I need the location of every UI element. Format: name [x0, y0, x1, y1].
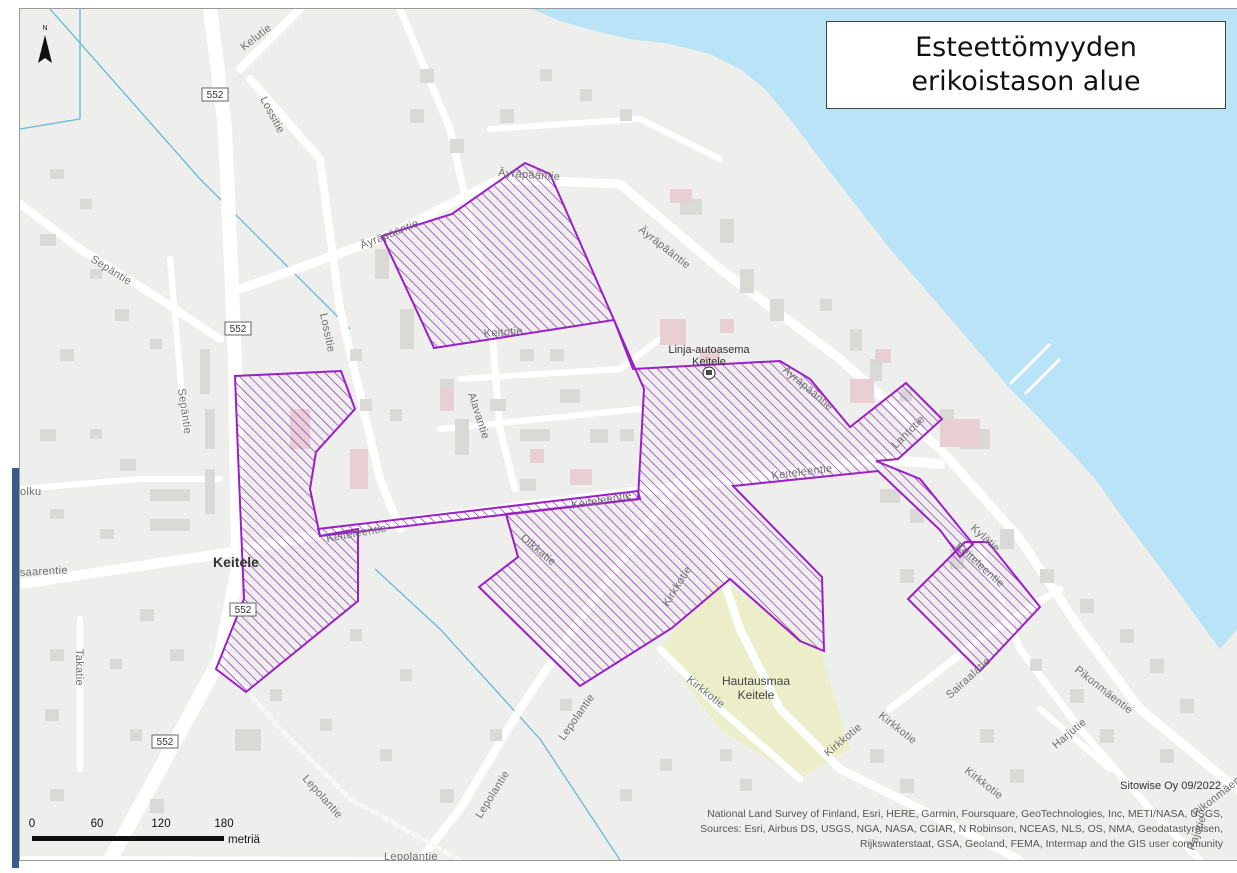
- stream: [20, 9, 81, 130]
- accessibility-areas: [214, 161, 1042, 694]
- area-north: [380, 161, 616, 350]
- scale-tick-label: 120: [151, 818, 171, 830]
- map-credit: Sitowise Oy 09/2022: [1120, 780, 1221, 792]
- stream: [49, 9, 351, 330]
- svg-text:552: 552: [207, 90, 224, 101]
- map-title-line2: erikoistason alue: [911, 66, 1141, 97]
- map-canvas[interactable]: 552 552 552 552 Linja-autoasema Keitele …: [20, 9, 1237, 860]
- cemetery-label-line2: Keitele: [738, 688, 775, 702]
- road-shield: 552: [201, 87, 229, 102]
- svg-text:552: 552: [230, 324, 247, 335]
- street-label: Takatie: [73, 649, 85, 686]
- street-label: saarentie: [20, 565, 68, 579]
- road-shield: 552: [151, 734, 179, 749]
- lake-water: [532, 9, 1237, 649]
- street-label: Lepolantie: [384, 851, 438, 860]
- bus-station-icon[interactable]: [702, 366, 716, 380]
- scale-tick-label: 180: [214, 818, 234, 830]
- left-edge-bar: [12, 468, 19, 868]
- scale-bar-segment: [32, 836, 97, 841]
- scale-tick-label: 60: [90, 818, 104, 830]
- north-arrow-icon: N: [38, 25, 52, 63]
- street-label: Keitotie: [483, 325, 523, 340]
- buildings: [40, 69, 1194, 813]
- pier: [1008, 342, 1052, 386]
- pier: [1023, 357, 1062, 396]
- svg-text:N: N: [42, 25, 47, 32]
- attribution-line: National Land Survey of Finland, Esri, H…: [707, 808, 1223, 820]
- map-title-line1: Esteettömyyden: [915, 32, 1137, 63]
- area-central: [477, 319, 975, 688]
- scale-unit: metriä: [228, 834, 260, 846]
- north-arrow: N: [34, 21, 56, 65]
- map-attribution: National Land Survey of Finland, Esri, H…: [663, 807, 1223, 852]
- svg-text:552: 552: [235, 605, 252, 616]
- map-title-box: Esteettömyyden erikoistason alue: [826, 21, 1226, 109]
- attribution-line: Rijkswaterstaat, GSA, Geoland, FEMA, Int…: [860, 838, 1223, 850]
- bus-station-label-line1: Linja-autoasema: [668, 344, 750, 356]
- street-label: Äyräpääntie: [498, 167, 561, 183]
- bus-station-label-line2: Keitele: [692, 356, 726, 368]
- svg-text:552: 552: [157, 737, 174, 748]
- area-east: [906, 541, 1042, 673]
- scale-tick-label: 0: [28, 818, 36, 830]
- stream: [374, 568, 621, 860]
- scale-bar-segment: [161, 836, 224, 841]
- left-margin: [0, 8, 19, 868]
- attribution-line: Sources: Esri, Airbus DS, USGS, NGA, NAS…: [700, 823, 1223, 835]
- road-shields: 552 552 552 552: [151, 87, 257, 749]
- map-frame[interactable]: 552 552 552 552 Linja-autoasema Keitele …: [19, 8, 1237, 861]
- cemetery-label-line1: Hautausmaa: [722, 674, 790, 688]
- road-shield: 552: [224, 321, 252, 336]
- place-label-keitele: Keitele: [213, 554, 259, 570]
- scale-bar: 0 60 120 180 metriä: [28, 818, 268, 854]
- road-shield: 552: [229, 602, 257, 617]
- street-label: olku: [20, 486, 41, 498]
- scale-bar-segment: [97, 836, 161, 841]
